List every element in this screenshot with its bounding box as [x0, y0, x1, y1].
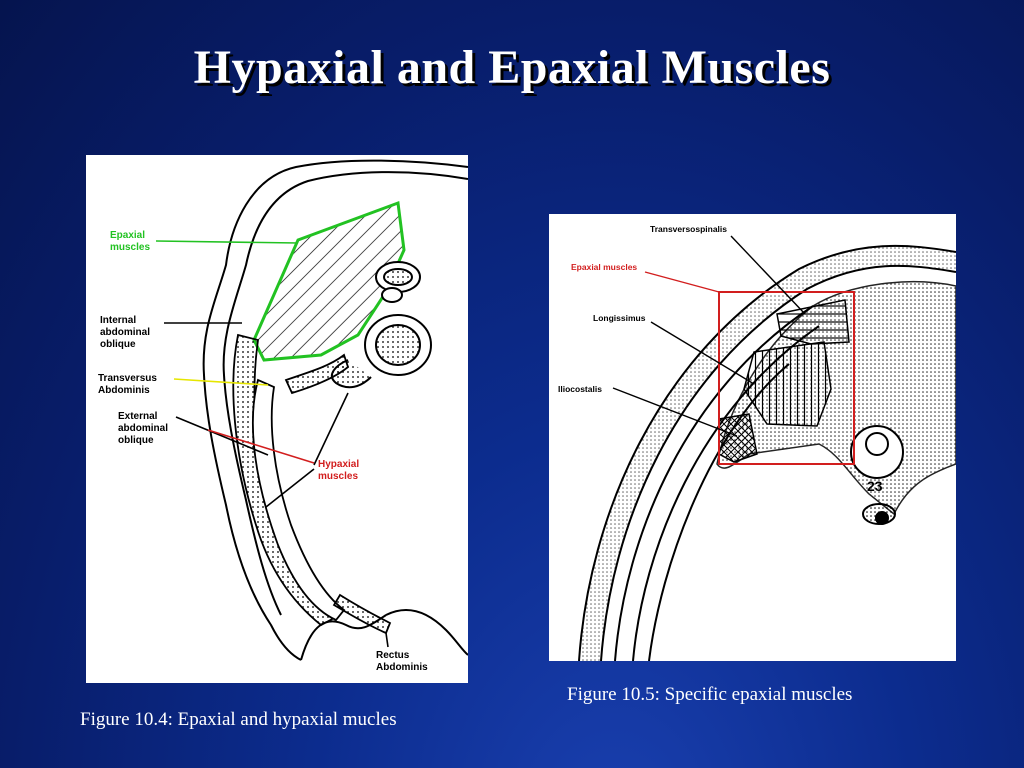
slide-title: Hypaxial and Epaxial Muscles [193, 41, 831, 94]
label-internal-3: oblique [100, 339, 136, 350]
body-outline [202, 159, 468, 661]
hypaxial-muscle-layers [232, 333, 392, 635]
figure-10-5-diagram: 23 Transversospinalis Epaxial muscles Lo… [558, 224, 956, 661]
epaxial-outline-box [718, 291, 855, 465]
caption-figure-10-4: Figure 10.4: Epaxial and hypaxial mucles [80, 709, 397, 730]
label-rectus-1: Rectus [376, 650, 410, 661]
label-hypaxial-1: Hypaxial [318, 459, 359, 470]
label-hypaxial-2: muscles [318, 471, 358, 482]
caption-figure-10-5: Figure 10.5: Specific epaxial muscles [567, 684, 853, 705]
label-transversus-1: Transversus [98, 373, 157, 384]
figure-epaxial-hypaxial: Epaxial muscles Internal abdominal obliq… [86, 155, 468, 683]
figure-specific-epaxial: 23 Transversospinalis Epaxial muscles Lo… [549, 214, 956, 661]
annotation-lines [155, 240, 389, 648]
label-external-2: abdominal [118, 423, 168, 434]
label-epaxial-muscles: Epaxial muscles [571, 262, 637, 272]
label-epaxial-1: Epaxial [110, 230, 145, 241]
label-internal-1: Internal [100, 315, 136, 326]
label-longissimus: Longissimus [593, 313, 646, 323]
label-transversospinalis: Transversospinalis [650, 224, 727, 234]
vertebra [850, 425, 904, 525]
label-internal-2: abdominal [100, 327, 150, 338]
label-transversus-2: Abdominis [98, 385, 150, 396]
vertebra-number: 23 [867, 478, 883, 494]
label-external-3: oblique [118, 435, 154, 446]
annotation-lines [612, 235, 806, 437]
longissimus-muscle [743, 341, 832, 427]
label-epaxial-2: muscles [110, 242, 150, 253]
figure-10-4-diagram: Epaxial muscles Internal abdominal obliq… [98, 159, 468, 673]
label-iliocostalis: Iliocostalis [558, 384, 602, 394]
wall-texture [579, 245, 956, 661]
label-external-1: External [118, 411, 158, 422]
label-rectus-2: Abdominis [376, 662, 428, 673]
transversospinalis-muscle [776, 299, 850, 345]
